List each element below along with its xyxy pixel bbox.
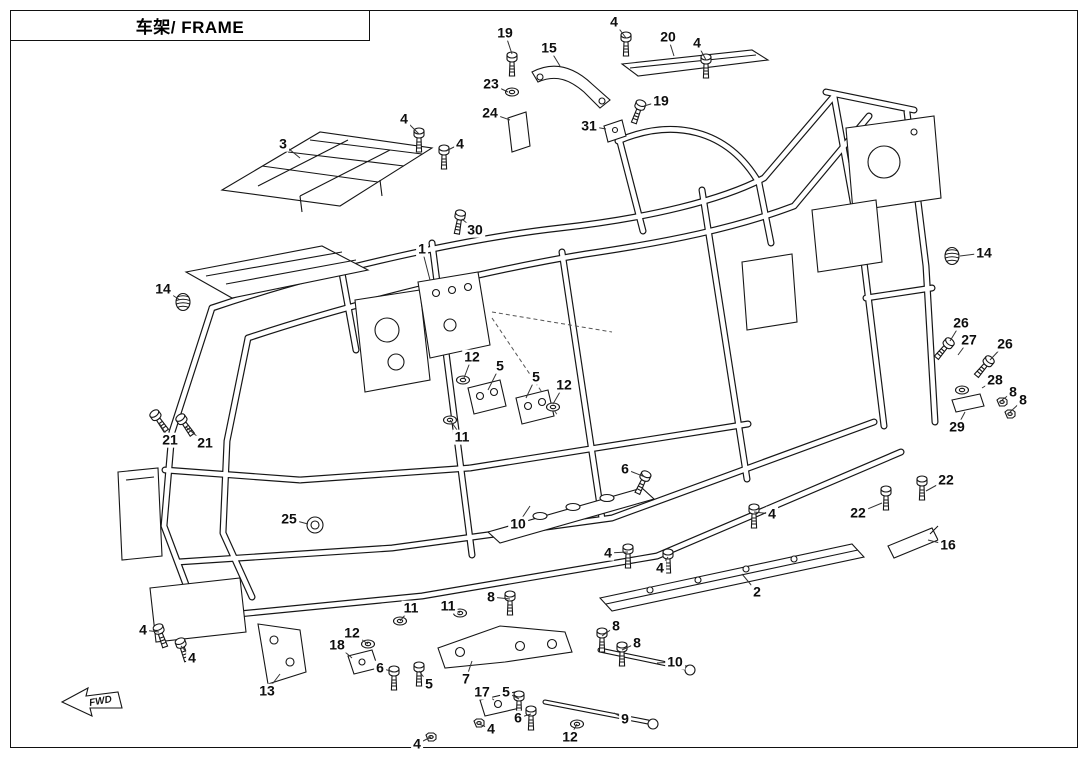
part-callout-14: 14	[153, 280, 173, 297]
part-callout-4: 4	[608, 13, 620, 30]
part-callout-20: 20	[658, 28, 678, 45]
part-callout-1: 1	[416, 240, 428, 257]
part-callout-3: 3	[277, 135, 289, 152]
part-callout-4: 4	[766, 505, 778, 522]
part-callout-29: 29	[947, 418, 967, 435]
part-callout-26: 26	[951, 314, 971, 331]
part-callout-21: 21	[195, 434, 215, 451]
part-callout-5: 5	[530, 368, 542, 385]
part-callout-6: 6	[619, 460, 631, 477]
title-block: 车架/ FRAME	[10, 10, 370, 41]
part-callout-9: 9	[619, 710, 631, 727]
part-callout-17: 17	[472, 683, 492, 700]
part-callout-8: 8	[1017, 391, 1029, 408]
part-callout-8: 8	[485, 588, 497, 605]
part-callout-22: 22	[936, 471, 956, 488]
part-callout-4: 4	[454, 135, 466, 152]
part-callout-19: 19	[495, 24, 515, 41]
part-callout-8: 8	[631, 634, 643, 651]
part-callout-12: 12	[462, 348, 482, 365]
part-callout-11: 11	[438, 597, 458, 614]
part-callout-7: 7	[460, 670, 472, 687]
page-title: 车架/ FRAME	[135, 18, 245, 37]
part-callout-4: 4	[411, 735, 423, 752]
part-callout-10: 10	[508, 515, 528, 532]
part-callout-12: 12	[554, 376, 574, 393]
fwd-label: FWD	[88, 694, 112, 709]
part-callout-4: 4	[691, 34, 703, 51]
part-callout-23: 23	[481, 75, 501, 92]
part-callout-6: 6	[512, 709, 524, 726]
part-callout-8: 8	[610, 617, 622, 634]
part-callout-19: 19	[651, 92, 671, 109]
part-callout-11: 11	[452, 428, 472, 445]
part-callout-16: 16	[938, 536, 958, 553]
part-callout-4: 4	[654, 559, 666, 576]
part-callout-25: 25	[279, 510, 299, 527]
part-callout-4: 4	[398, 110, 410, 127]
part-callout-24: 24	[480, 104, 500, 121]
part-callout-26: 26	[995, 335, 1015, 352]
part-callout-30: 30	[465, 221, 485, 238]
part-callout-22: 22	[848, 504, 868, 521]
part-callout-13: 13	[257, 682, 277, 699]
part-callout-5: 5	[494, 357, 506, 374]
part-callout-15: 15	[539, 39, 559, 56]
part-callout-18: 18	[327, 636, 347, 653]
part-callout-31: 31	[579, 117, 599, 134]
part-callout-14: 14	[974, 244, 994, 261]
part-callout-27: 27	[959, 331, 979, 348]
drawing-border	[10, 10, 1078, 748]
part-callout-4: 4	[186, 649, 198, 666]
part-callout-4: 4	[485, 720, 497, 737]
part-callout-10: 10	[665, 653, 685, 670]
part-callout-4: 4	[602, 544, 614, 561]
fwd-arrow: FWD	[60, 686, 123, 717]
part-callout-6: 6	[374, 659, 386, 676]
part-callout-21: 21	[160, 431, 180, 448]
part-callout-5: 5	[500, 683, 512, 700]
part-callout-4: 4	[137, 621, 149, 638]
part-callout-28: 28	[985, 371, 1005, 388]
part-callout-12: 12	[560, 728, 580, 745]
part-callout-11: 11	[401, 599, 421, 616]
part-callout-5: 5	[423, 675, 435, 692]
part-callout-2: 2	[751, 583, 763, 600]
